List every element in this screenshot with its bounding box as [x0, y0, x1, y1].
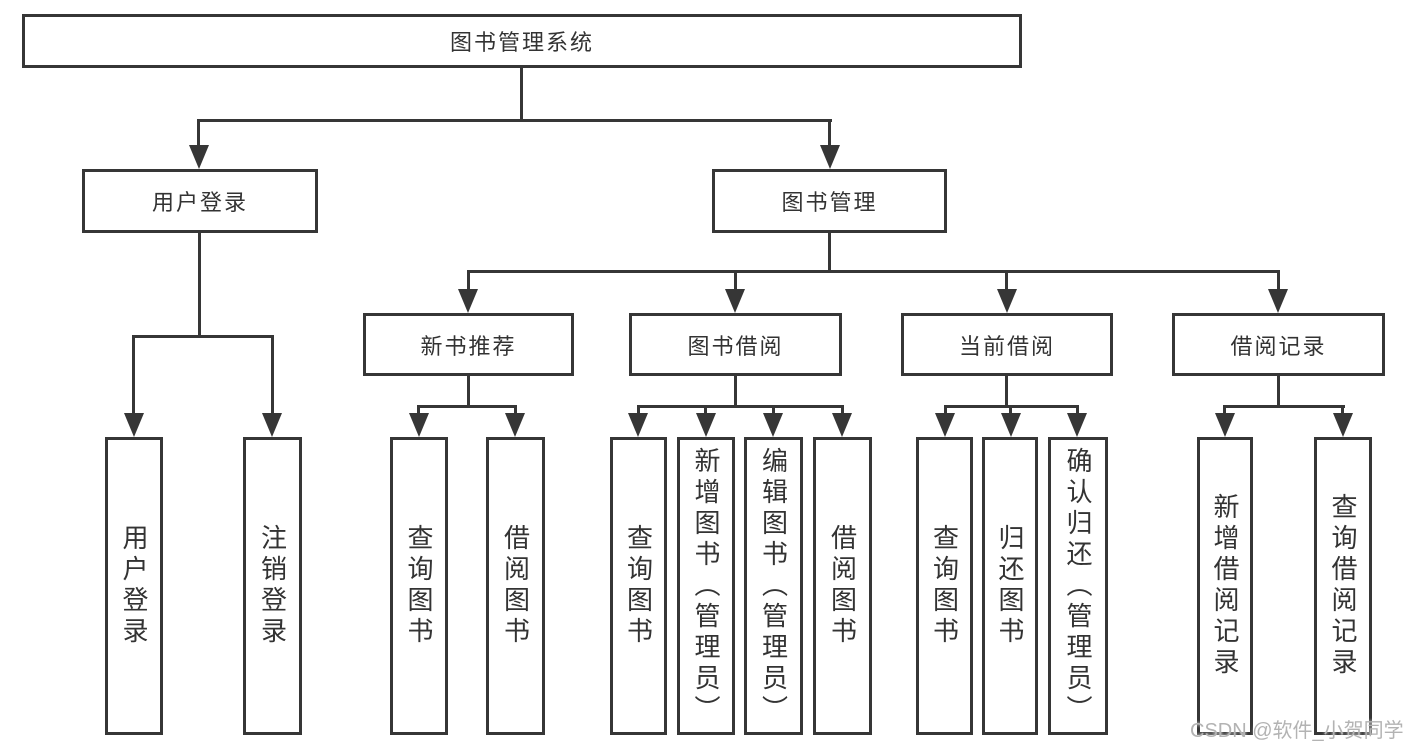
leaf-add-borrow-record: 新增借阅记录 — [1197, 437, 1253, 735]
tree-connector — [418, 405, 517, 408]
leaf-query-borrow-record-label: 查询借阅记录 — [1328, 493, 1358, 679]
leaf-return-book-label: 归还图书 — [995, 524, 1025, 648]
leaf-confirm-return-admin: 确认归还（管理员） — [1048, 437, 1108, 735]
arrow-down-icon — [1001, 413, 1021, 437]
tree-connector — [944, 405, 947, 416]
tree-connector — [467, 374, 470, 406]
arrow-down-icon — [409, 413, 429, 437]
node-current-borrowing: 当前借阅 — [901, 313, 1113, 376]
tree-connector — [828, 119, 831, 148]
leaf-query-books-current-label: 查询图书 — [929, 524, 960, 648]
leaf-return-book: 归还图书 — [982, 437, 1038, 735]
leaf-add-book-admin: 新增图书（管理员） — [677, 437, 735, 735]
tree-connector — [197, 119, 200, 148]
tree-connector — [198, 231, 201, 337]
leaf-user-login: 用户登录 — [105, 437, 163, 735]
leaf-edit-book-admin: 编辑图书（管理员） — [744, 437, 803, 735]
leaf-logout: 注销登录 — [243, 437, 302, 735]
tree-connector — [467, 270, 470, 292]
tree-connector — [1223, 405, 1226, 416]
tree-connector — [417, 405, 420, 416]
node-user-login: 用户登录 — [82, 169, 318, 233]
arrow-down-icon — [763, 413, 783, 437]
arrow-down-icon — [1333, 413, 1353, 437]
leaf-query-books-recommend-label: 查询图书 — [404, 524, 434, 648]
leaf-borrow-books-borrowing-label: 借阅图书 — [827, 524, 858, 648]
tree-connector — [841, 405, 844, 416]
arrow-down-icon — [820, 145, 840, 169]
leaf-query-books-recommend: 查询图书 — [390, 437, 448, 735]
node-user-login-label: 用户登录 — [151, 190, 248, 215]
leaf-query-borrow-record: 查询借阅记录 — [1314, 437, 1372, 735]
tree-connector — [467, 270, 1280, 273]
leaf-user-login-label: 用户登录 — [119, 524, 149, 648]
leaf-borrow-books-recommend-label: 借阅图书 — [500, 524, 531, 648]
leaf-query-books-borrowing: 查询图书 — [610, 437, 667, 735]
tree-connector — [734, 270, 737, 292]
arrow-down-icon — [725, 289, 745, 313]
arrow-down-icon — [997, 289, 1017, 313]
leaf-query-books-borrowing-label: 查询图书 — [623, 524, 654, 648]
arrow-down-icon — [1215, 413, 1235, 437]
node-new-book-recommend: 新书推荐 — [363, 313, 574, 376]
tree-connector — [133, 335, 274, 338]
node-book-management: 图书管理 — [712, 169, 947, 233]
arrow-down-icon — [458, 289, 478, 313]
node-new-book-recommend-label: 新书推荐 — [420, 333, 517, 359]
tree-connector — [514, 405, 517, 416]
tree-connector — [1005, 270, 1008, 292]
node-book-borrowing: 图书借阅 — [629, 313, 842, 376]
leaf-borrow-books-borrowing: 借阅图书 — [813, 437, 872, 735]
leaf-logout-label: 注销登录 — [257, 524, 288, 648]
tree-connector — [1009, 405, 1012, 416]
tree-connector — [1224, 405, 1345, 408]
node-current-borrowing-label: 当前借阅 — [958, 333, 1055, 359]
node-root-label: 图书管理系统 — [449, 30, 594, 55]
arrow-down-icon — [832, 413, 852, 437]
leaf-add-book-admin-label: 新增图书（管理员） — [691, 446, 721, 726]
tree-connector — [1277, 374, 1280, 406]
arrow-down-icon — [628, 413, 648, 437]
tree-connector — [772, 405, 775, 416]
leaf-edit-book-admin-label: 编辑图书（管理员） — [758, 446, 789, 726]
tree-connector — [637, 405, 844, 408]
node-borrowing-records: 借阅记录 — [1172, 313, 1385, 376]
leaf-add-borrow-record-label: 新增借阅记录 — [1210, 493, 1240, 679]
tree-connector — [132, 335, 135, 416]
tree-connector — [197, 119, 832, 122]
tree-connector — [1005, 374, 1008, 406]
tree-connector — [1341, 405, 1344, 416]
tree-connector — [520, 66, 523, 122]
arrow-down-icon — [189, 145, 209, 169]
node-borrowing-records-label: 借阅记录 — [1230, 333, 1327, 359]
leaf-confirm-return-admin-label: 确认归还（管理员） — [1063, 446, 1093, 726]
arrow-down-icon — [935, 413, 955, 437]
tree-connector — [828, 233, 831, 272]
arrow-down-icon — [1067, 413, 1087, 437]
arrow-down-icon — [505, 413, 525, 437]
leaf-borrow-books-recommend: 借阅图书 — [486, 437, 545, 735]
arrow-down-icon — [124, 413, 144, 437]
leaf-query-books-current: 查询图书 — [916, 437, 973, 735]
node-book-borrowing-label: 图书借阅 — [687, 333, 784, 359]
arrow-down-icon — [696, 413, 716, 437]
arrow-down-icon — [1268, 289, 1288, 313]
tree-connector — [704, 405, 707, 416]
node-root: 图书管理系统 — [22, 14, 1022, 68]
node-book-management-label: 图书管理 — [781, 190, 878, 215]
tree-connector — [1277, 270, 1280, 292]
tree-connector — [1076, 405, 1079, 416]
arrow-down-icon — [262, 413, 282, 437]
csdn-watermark: CSDN @软件_小贺同学 — [1190, 720, 1404, 742]
tree-connector — [271, 335, 274, 416]
tree-connector — [734, 374, 737, 406]
tree-connector — [637, 405, 640, 416]
